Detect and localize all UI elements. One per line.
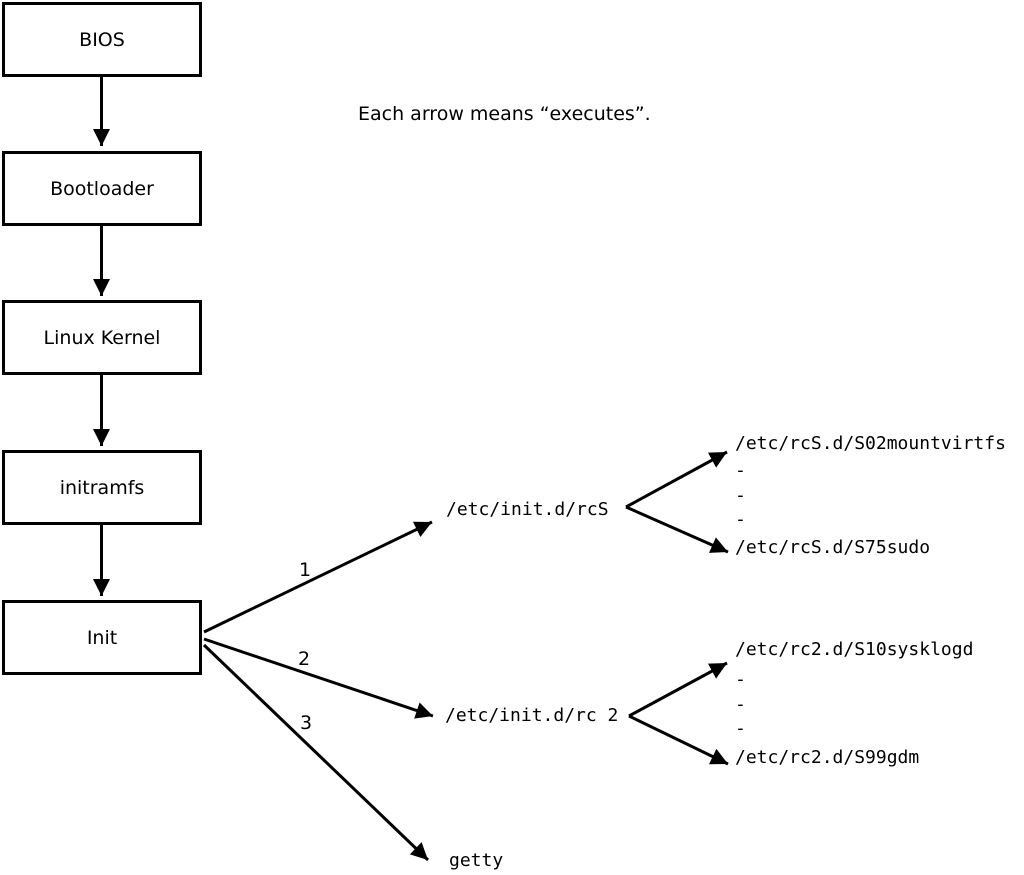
arrow-rc2-to-last-script <box>628 714 729 766</box>
arrow-init-to-rcs <box>203 520 433 634</box>
arrow-init-to-getty <box>202 643 430 862</box>
rc2-first-script: /etc/rc2.d/S10sysklogd <box>735 639 974 660</box>
box-linux-kernel: Linux Kernel <box>2 300 202 375</box>
target-getty: getty <box>449 850 504 871</box>
rcs-ellipsis-dash: - <box>735 485 746 506</box>
rcs-first-script: /etc/rcS.d/S02mountvirtfs <box>735 433 1006 454</box>
branch-order-1: 1 <box>299 559 312 581</box>
rc2-ellipsis-dash: - <box>735 669 746 690</box>
branch-order-3: 3 <box>300 712 313 734</box>
rc2-ellipsis-dash: - <box>735 694 746 715</box>
arrow-rcs-to-first-script <box>625 450 728 509</box>
box-initramfs: initramfs <box>2 450 202 525</box>
rc2-last-script: /etc/rc2.d/S99gdm <box>735 747 920 768</box>
box-init: Init <box>2 600 202 675</box>
branch-order-2: 2 <box>298 648 311 670</box>
legend-note: Each arrow means “executes”. <box>358 103 651 125</box>
box-bootloader: Bootloader <box>2 151 202 226</box>
rcs-ellipsis-dash: - <box>735 509 746 530</box>
rcs-last-script: /etc/rcS.d/S75sudo <box>735 537 931 558</box>
box-bios: BIOS <box>2 2 202 77</box>
arrow-init-to-rc2 <box>203 637 434 719</box>
target-init-d-rcs: /etc/init.d/rcS <box>446 499 609 520</box>
rcs-ellipsis-dash: - <box>735 460 746 481</box>
target-init-d-rc2: /etc/init.d/rc 2 <box>445 705 619 726</box>
arrow-rcs-to-last-script <box>625 505 729 554</box>
rc2-ellipsis-dash: - <box>735 718 746 739</box>
arrow-rc2-to-first-script <box>628 661 728 718</box>
